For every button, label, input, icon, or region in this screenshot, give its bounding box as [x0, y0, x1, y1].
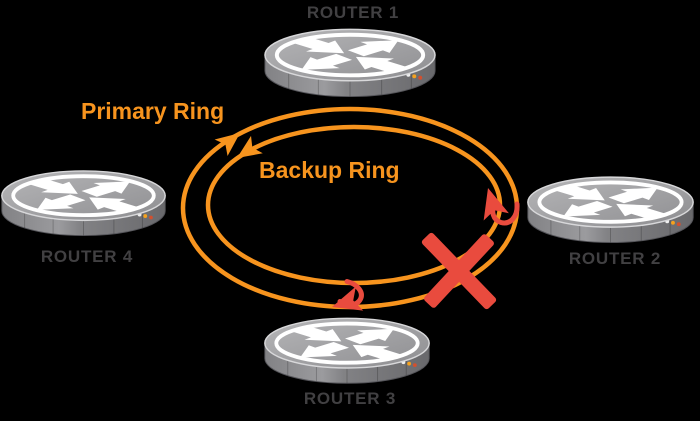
- failure-x-icon: [421, 232, 497, 310]
- router-2-label: ROUTER 2: [568, 249, 662, 268]
- router-1-icon: [262, 27, 438, 99]
- router-3-icon: [262, 316, 432, 386]
- backup-ring-label: Backup Ring: [259, 157, 400, 183]
- router-1-label: ROUTER 1: [306, 3, 400, 22]
- router-4-label: ROUTER 4: [40, 247, 134, 266]
- router-3-label: ROUTER 3: [303, 389, 397, 408]
- wrap-arrow-router2-icon: [475, 184, 520, 226]
- primary-ring-label: Primary Ring: [81, 98, 225, 124]
- wrap-arrow-router3-icon: [328, 279, 364, 320]
- router-2-icon: [525, 175, 696, 245]
- router-4-icon: [0, 169, 168, 238]
